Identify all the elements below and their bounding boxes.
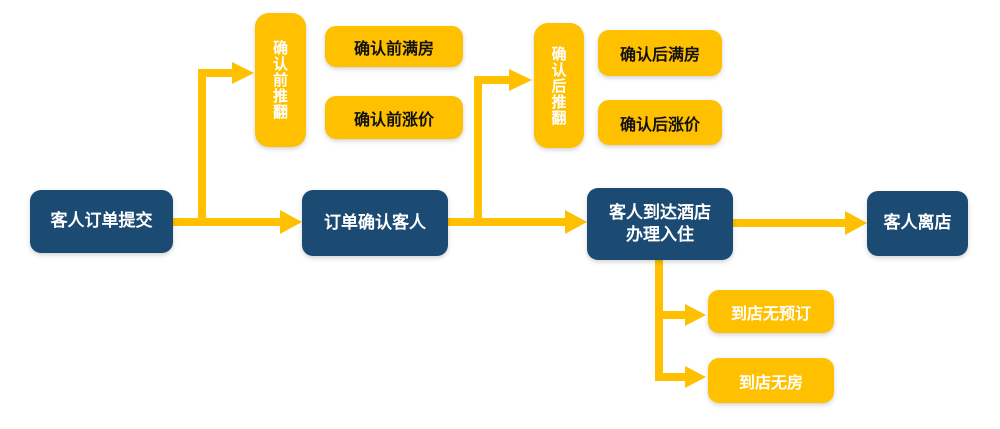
- arrowhead-to-post-confirm-root: [509, 69, 532, 91]
- node-arrive-no-reservation: 到店无预订: [708, 290, 834, 333]
- node-post-confirm-full: 确认后满房: [598, 30, 722, 76]
- node-arrive-no-room: 到店无房: [708, 358, 834, 403]
- arrowhead-to-no-room: [685, 366, 706, 388]
- node-pre-confirm-price-rise: 确认前涨价: [325, 96, 463, 139]
- arrowhead-to-checkout: [845, 211, 867, 235]
- arrowhead-to-no-reservation: [685, 304, 706, 326]
- node-order-confirm-guest: 订单确认客人: [302, 190, 448, 256]
- arrowhead-to-checkin: [565, 210, 587, 234]
- arrowhead-to-confirm: [280, 210, 302, 234]
- node-guest-checkout: 客人离店: [867, 191, 968, 256]
- node-pre-confirm-full: 确认前满房: [325, 26, 463, 67]
- arrowhead-to-pre-confirm-root: [232, 62, 254, 84]
- connector-branch-post-confirm: [474, 76, 510, 226]
- node-post-confirm-overturn: 确认后推翻: [534, 23, 584, 148]
- node-guest-arrive-checkin: 客人到达酒店 办理入住: [587, 188, 733, 260]
- connector-branch-pre-confirm: [198, 69, 233, 226]
- node-pre-confirm-overturn: 确认前推翻: [255, 13, 306, 147]
- node-post-confirm-price-rise: 确认后涨价: [598, 100, 722, 145]
- node-guest-order-submit: 客人订单提交: [30, 190, 173, 253]
